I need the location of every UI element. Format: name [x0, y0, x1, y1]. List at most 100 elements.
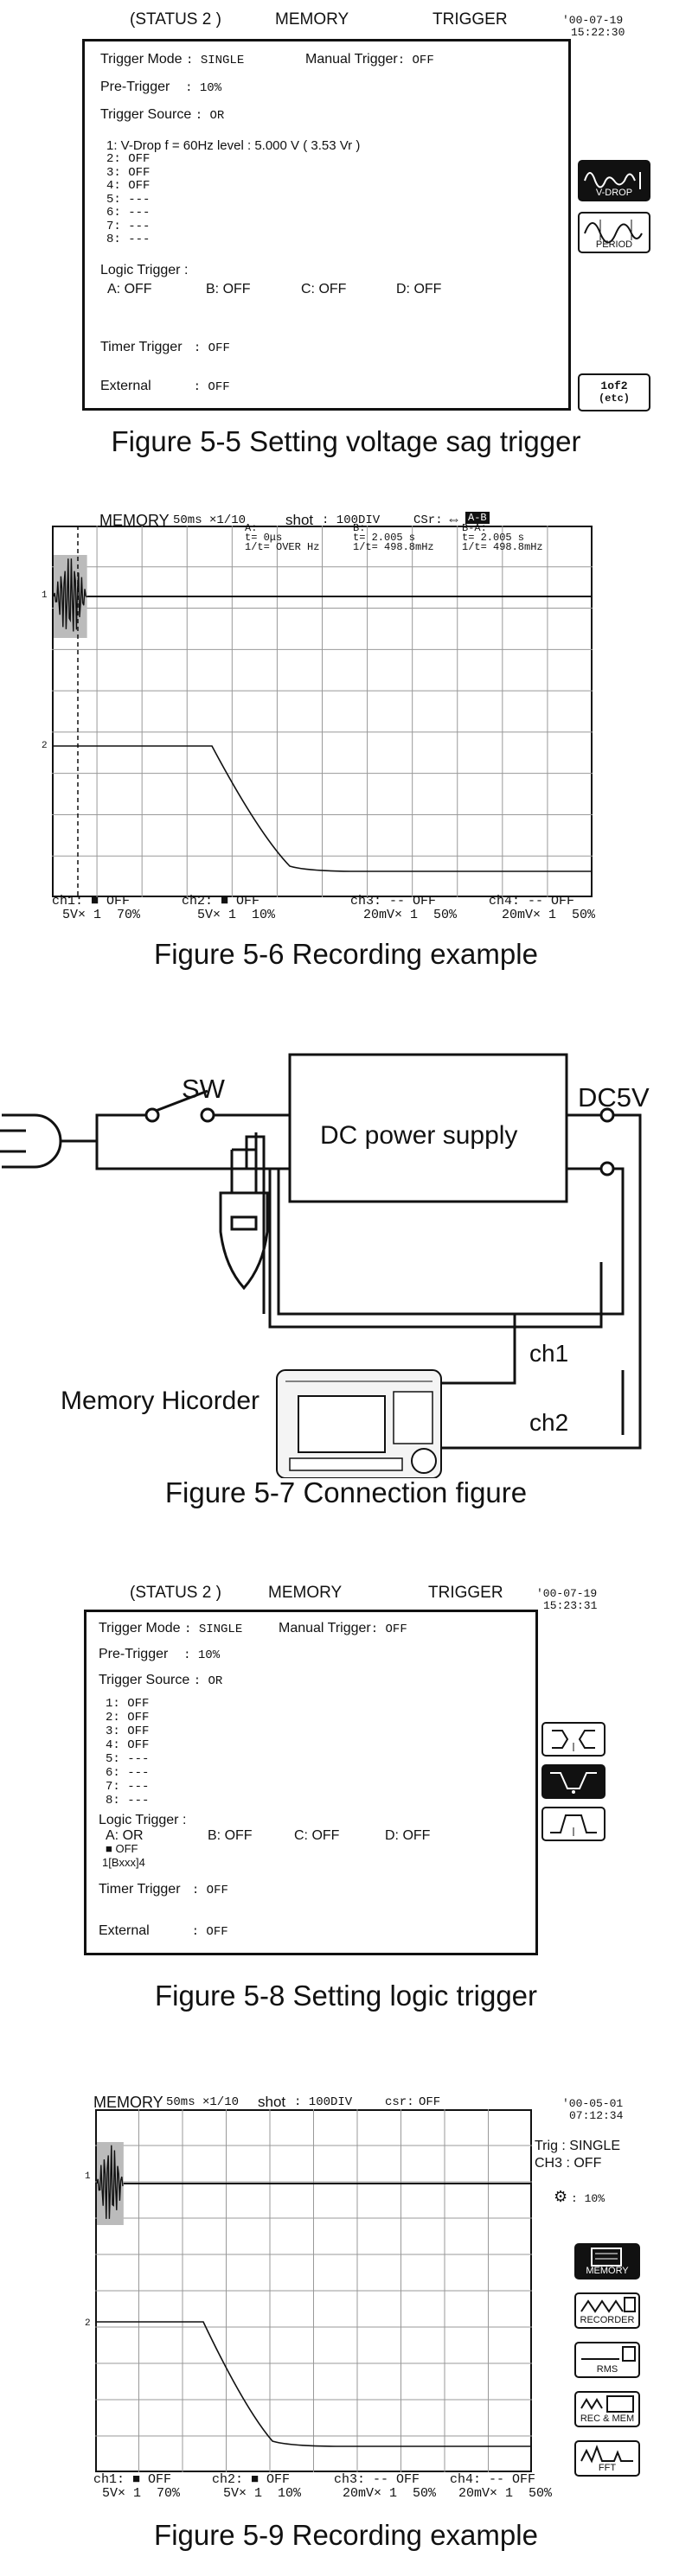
- hicorder-label: Memory Hicorder: [61, 1387, 260, 1415]
- shot-label: shot: [285, 512, 314, 528]
- ch3-status: ch3: -- OFF: [334, 2472, 420, 2487]
- channel-row[interactable]: 4: OFF: [106, 179, 151, 193]
- shot-value: : 100DIV: [322, 513, 381, 527]
- trigger-mode-value[interactable]: : SINGLE: [186, 54, 245, 67]
- logic-a[interactable]: A: OFF: [107, 282, 152, 296]
- channel-row[interactable]: 1: OFF: [106, 1697, 150, 1711]
- recorder-function-icon: [580, 2297, 636, 2313]
- ch2-lead-plus: [424, 1113, 642, 1450]
- pre-trigger-value[interactable]: : 10%: [183, 1648, 221, 1662]
- pattern-or-button[interactable]: [541, 1764, 606, 1799]
- rec-mem-function-label: REC & MEM: [580, 2413, 635, 2424]
- trigger-source-value[interactable]: : OR: [195, 109, 225, 123]
- status-label: (STATUS 2 ): [130, 10, 221, 29]
- ch1-burst-trace: [96, 2145, 124, 2219]
- fft-function-button[interactable]: FFT: [574, 2440, 640, 2477]
- logic-a-mode[interactable]: ■ OFF: [106, 1842, 138, 1855]
- figure-caption: Figure 5-5 Setting voltage sag trigger: [111, 425, 581, 457]
- shot-label: shot: [258, 2094, 286, 2110]
- timer-trigger-value[interactable]: : OFF: [191, 1884, 228, 1897]
- page-button[interactable]: 1of2 (etc): [578, 373, 650, 411]
- page-label: TRIGGER: [428, 1584, 503, 1602]
- pretrigger-status: : 10%: [571, 2192, 606, 2205]
- pre-trigger-value[interactable]: : 10%: [185, 81, 222, 95]
- external-label: External: [99, 1923, 150, 1938]
- logic-d[interactable]: D: OFF: [385, 1828, 431, 1843]
- period-label: PERIOD: [595, 239, 633, 250]
- time-stamp: 07:12:34: [569, 2109, 624, 2122]
- ch3-range: 20mV× 1 50%: [363, 908, 458, 922]
- timer-trigger-value[interactable]: : OFF: [193, 341, 230, 355]
- switch-label: SW: [182, 1074, 225, 1104]
- trigger-source-value[interactable]: : OR: [193, 1674, 223, 1688]
- channel-row[interactable]: 3: OFF: [106, 1725, 150, 1738]
- rms-function-button[interactable]: RMS: [574, 2342, 640, 2378]
- ch4-range: 20mV× 1 50%: [458, 2486, 553, 2501]
- rec-mem-function-icon: [580, 2395, 634, 2413]
- logic-c[interactable]: C: OFF: [301, 282, 347, 296]
- channel-row[interactable]: 2: OFF: [106, 152, 151, 166]
- lead-c: [277, 1169, 580, 1316]
- channel-row[interactable]: 7: ---: [106, 1780, 150, 1794]
- logic-c[interactable]: C: OFF: [294, 1828, 340, 1843]
- ch1-vdrop-setting[interactable]: 1: V-Drop f = 60Hz level : 5.000 V ( 3.5…: [106, 138, 361, 153]
- cursor-ab-badge[interactable]: A-B: [465, 512, 490, 524]
- period-button[interactable]: PERIOD: [578, 212, 650, 253]
- logic-b[interactable]: B: OFF: [206, 282, 251, 296]
- channel-row[interactable]: 2: OFF: [106, 1711, 150, 1725]
- channel-row[interactable]: 8: ---: [106, 1794, 150, 1808]
- cursor-value: OFF: [419, 2095, 441, 2109]
- timebase-label: 50ms ×1/10: [173, 513, 247, 527]
- manual-trigger-value[interactable]: : OFF: [397, 54, 434, 67]
- psu-box: [288, 1053, 568, 1203]
- vdrop-button[interactable]: V-DROP: [578, 160, 650, 201]
- waveform-grid-5-6: [52, 526, 593, 897]
- channel-row[interactable]: 5: ---: [106, 1752, 150, 1766]
- channel-row[interactable]: 3: OFF: [106, 165, 151, 180]
- figure-caption: Figure 5-8 Setting logic trigger: [154, 1980, 538, 2012]
- logic-trigger-label: Logic Trigger :: [99, 1813, 187, 1827]
- lead-a: [245, 1135, 266, 1314]
- channel-row[interactable]: 6: ---: [106, 206, 151, 220]
- timebase-label: 50ms ×1/10: [166, 2095, 240, 2109]
- cursor-mode-icon: ⇔: [446, 511, 461, 527]
- ch1-marker: 1: [85, 2171, 91, 2182]
- logic-b[interactable]: B: OFF: [208, 1828, 253, 1843]
- vdrop-label: V-DROP: [595, 188, 633, 198]
- external-value[interactable]: : OFF: [193, 380, 230, 394]
- manual-trigger-value[interactable]: : OFF: [370, 1623, 407, 1636]
- external-label: External: [100, 379, 151, 393]
- figure-caption: Figure 5-9 Recording example: [154, 2519, 538, 2551]
- vdrop-wave-icon: [584, 172, 641, 189]
- channel-row[interactable]: 6: ---: [106, 1766, 150, 1780]
- trigger-mode-label: Trigger Mode: [99, 1621, 181, 1636]
- recorder-function-button[interactable]: RECORDER: [574, 2292, 640, 2329]
- external-value[interactable]: : OFF: [191, 1925, 228, 1939]
- ch2-status: ch2: ■ OFF: [212, 2472, 291, 2487]
- rms-function-icon: [581, 2346, 636, 2362]
- memory-hicorder-device: [276, 1369, 442, 1478]
- date-stamp: '00-05-01: [562, 2097, 624, 2110]
- ch2-status: ch2: ■ OFF: [182, 894, 260, 909]
- channel-row[interactable]: 5: ---: [106, 192, 151, 207]
- channel-row[interactable]: 4: OFF: [106, 1738, 150, 1752]
- pattern-edge-button[interactable]: [541, 1807, 606, 1841]
- memory-function-label: MEMORY: [586, 2266, 629, 2276]
- memory-function-button[interactable]: MEMORY: [574, 2243, 640, 2280]
- logic-a[interactable]: A: OR: [106, 1828, 144, 1843]
- channel-row[interactable]: 8: ---: [106, 233, 151, 246]
- rec-mem-function-button[interactable]: REC & MEM: [574, 2391, 640, 2427]
- figure-caption: Figure 5-7 Connection figure: [164, 1476, 528, 1508]
- figure-caption: Figure 5-6 Recording example: [154, 938, 538, 970]
- or-pattern-icon: [550, 1772, 597, 1794]
- mode-label: MEMORY: [93, 2094, 163, 2111]
- logic-d[interactable]: D: OFF: [396, 282, 442, 296]
- trigger-mode-value[interactable]: : SINGLE: [184, 1623, 243, 1636]
- ch3-status-side: CH3 : OFF: [535, 2156, 602, 2171]
- channel-row[interactable]: 7: ---: [106, 219, 151, 233]
- pattern-and-button[interactable]: [541, 1722, 606, 1757]
- trigger-screen: Trigger Mode : SINGLE Manual Trigger: OF…: [84, 1610, 538, 1955]
- logic-a-pattern[interactable]: 1[Bxxx]4: [102, 1856, 145, 1869]
